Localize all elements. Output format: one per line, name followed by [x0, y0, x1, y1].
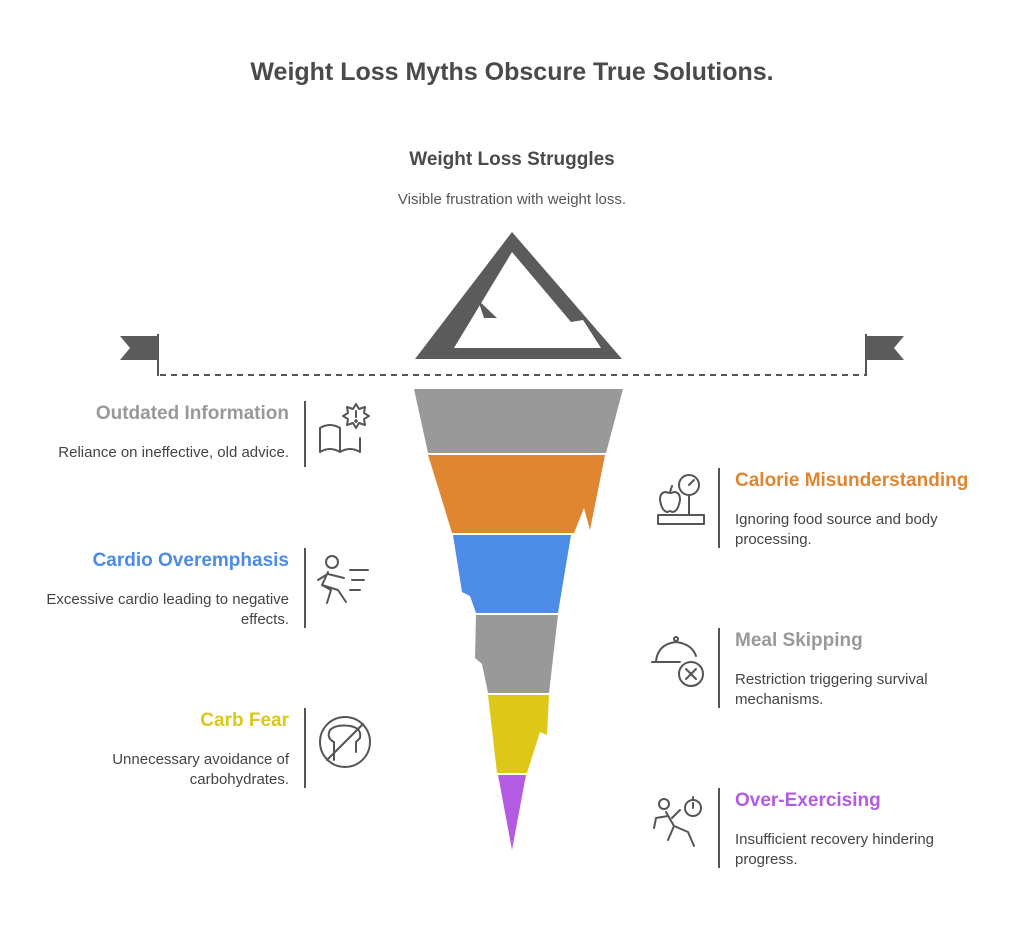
layer-calorie-misunderstanding: [428, 455, 605, 533]
running-person-icon: [317, 555, 369, 604]
book-alert-icon: [319, 403, 370, 453]
layer-over-exercising: [498, 775, 526, 850]
divider: [304, 708, 306, 788]
surface-description: Visible frustration with weight loss.: [397, 191, 627, 208]
mountain-tip: [415, 232, 622, 359]
right-flag-icon: [865, 334, 904, 376]
divider: [718, 628, 720, 708]
item-description: Excessive cardio leading to negative eff…: [46, 591, 289, 628]
item-calorie-misunderstanding: Calorie Misunderstanding Ignoring food s…: [735, 470, 1015, 550]
item-description: Insufficient recovery hindering progress…: [735, 831, 934, 868]
item-title: Outdated Information: [95, 403, 289, 424]
item-cardio-overemphasis: Cardio Overemphasis Excessive cardio lea…: [29, 550, 289, 630]
left-flag-icon: [120, 334, 159, 376]
cloche-cancel-icon: [651, 636, 704, 687]
divider: [718, 788, 720, 868]
item-title: Over-Exercising: [735, 790, 881, 811]
item-description: Restriction triggering survival mechanis…: [735, 671, 928, 708]
scale-apple-icon: [657, 474, 705, 525]
item-over-exercising: Over-Exercising Insufficient recovery hi…: [735, 790, 1015, 870]
item-outdated-information: Outdated Information Reliance on ineffec…: [29, 403, 289, 463]
surface-title: Weight Loss Struggles: [409, 149, 615, 170]
item-carb-fear: Carb Fear Unnecessary avoidance of carbo…: [29, 710, 289, 790]
layer-carb-fear: [488, 695, 549, 773]
layer-outdated-information: [414, 389, 623, 453]
divider: [718, 468, 720, 548]
layer-meal-skipping: [475, 615, 558, 693]
divider: [304, 401, 306, 467]
item-meal-skipping: Meal Skipping Restriction triggering sur…: [735, 630, 1015, 710]
item-description: Unnecessary avoidance of carbohydrates.: [112, 751, 289, 788]
item-description: Reliance on ineffective, old advice.: [58, 444, 289, 461]
main-title: Weight Loss Myths Obscure True Solutions…: [250, 58, 774, 86]
exercise-timer-icon: [653, 796, 702, 847]
no-bread-icon: [319, 716, 371, 768]
divider: [304, 548, 306, 628]
item-title: Cardio Overemphasis: [92, 550, 289, 571]
item-title: Calorie Misunderstanding: [735, 470, 969, 491]
item-title: Carb Fear: [200, 710, 289, 731]
item-title: Meal Skipping: [735, 630, 863, 651]
layer-cardio-overemphasis: [453, 535, 571, 613]
item-description: Ignoring food source and body processing…: [735, 511, 938, 548]
